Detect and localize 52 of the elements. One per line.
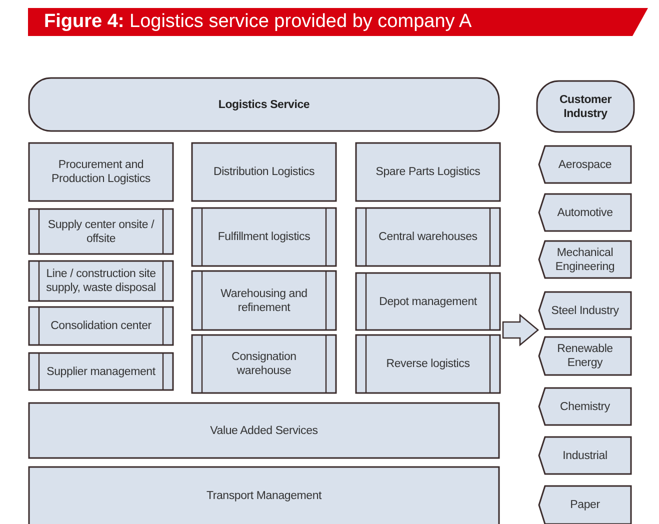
box-label: Aerospace	[557, 158, 613, 172]
subprocess-box	[28, 352, 174, 391]
service-box	[355, 142, 501, 202]
box-label: Automotive	[556, 206, 614, 220]
box-label: Fulfillment logistics	[216, 230, 312, 244]
box-label: Procurement and Production Logistics	[50, 158, 152, 186]
industry-tag	[538, 193, 632, 232]
service-box	[28, 466, 500, 524]
box-label: Distribution Logistics	[212, 165, 316, 179]
industry-tag	[538, 387, 632, 426]
industry-tag	[538, 485, 632, 524]
box-label: Paper	[569, 498, 601, 512]
box-label: Mechanical Engineering	[554, 246, 616, 274]
industry-tag	[538, 240, 632, 279]
box-label: Renewable Energy	[556, 342, 614, 370]
industry-tag	[538, 436, 632, 475]
box-label: Supply center onsite / offsite	[46, 218, 156, 246]
subprocess-box	[191, 270, 337, 331]
industry-tag	[538, 145, 632, 184]
subprocess-box	[355, 272, 501, 331]
subprocess-box	[28, 208, 174, 255]
heading-text: Customer Industry	[558, 92, 613, 120]
box-label: Supplier management	[46, 364, 156, 378]
box-label: Reverse logistics	[385, 357, 471, 371]
subprocess-box	[355, 207, 501, 267]
industry-tag	[538, 336, 632, 376]
box-label: Warehousing and refinement	[220, 286, 308, 314]
subprocess-box	[191, 207, 337, 267]
figure-title: Figure 4: Logistics service provided by company A	[43, 11, 472, 33]
box-label: Consignation warehouse	[230, 350, 298, 378]
box-label: Value Added Services	[209, 424, 319, 438]
box-label: Line / construction site supply, waste disposal	[45, 267, 157, 295]
subprocess-box	[28, 306, 174, 346]
box-label: Transport Management	[205, 489, 323, 503]
service-box	[191, 142, 337, 202]
block-arrow	[502, 314, 540, 346]
service-box	[28, 142, 174, 202]
header-box	[536, 80, 635, 133]
service-box	[28, 402, 500, 459]
subprocess-box	[28, 260, 174, 302]
industry-tag	[538, 291, 632, 330]
box-label: Chemistry	[559, 400, 611, 414]
box-label: Consolidation center	[50, 319, 152, 333]
box-label: Industrial	[562, 448, 608, 462]
box-label: Depot management	[378, 294, 478, 308]
subprocess-box	[191, 334, 337, 394]
box-label: Steel Industry	[550, 304, 620, 318]
heading-text: Logistics Service	[217, 98, 311, 112]
header-box	[28, 77, 500, 132]
subprocess-box	[355, 334, 501, 394]
box-label: Spare Parts Logistics	[374, 165, 482, 179]
box-label: Central warehouses	[378, 230, 478, 244]
